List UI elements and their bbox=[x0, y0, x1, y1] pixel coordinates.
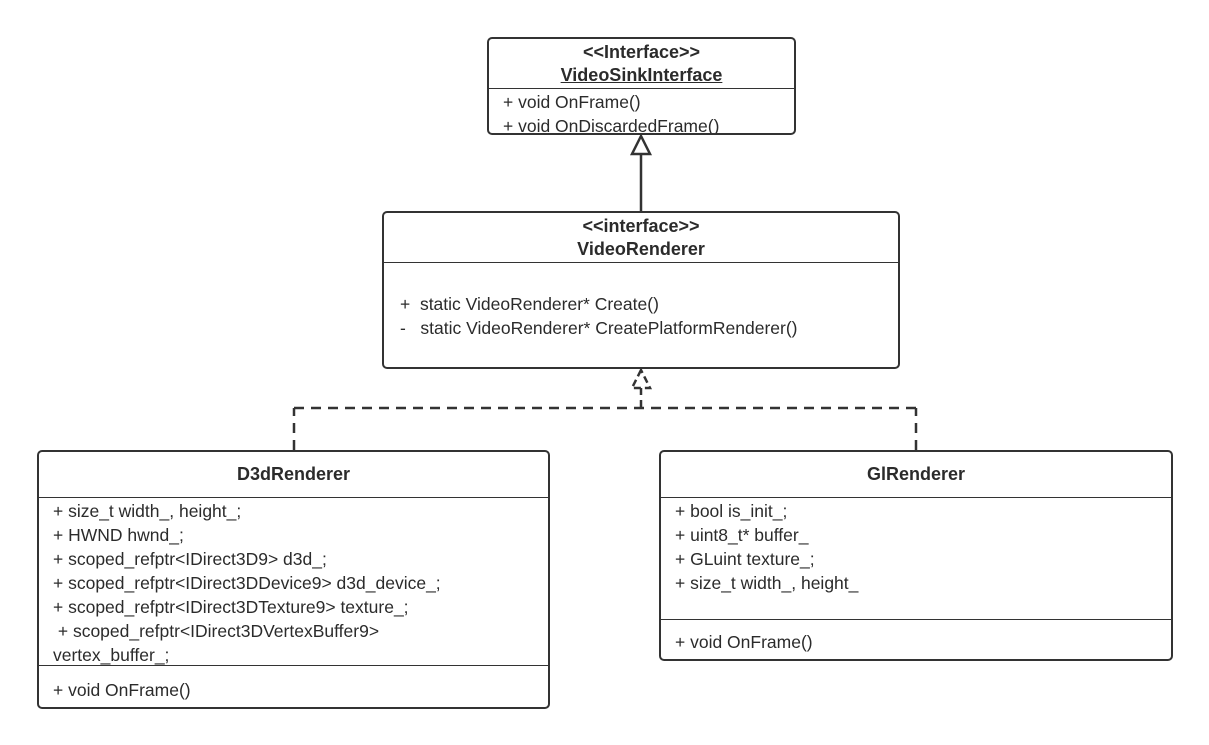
stereotype-label: <<interface>> bbox=[582, 216, 700, 236]
operations-section: + static VideoRenderer* Create() - stati… bbox=[384, 263, 898, 340]
class-header: GlRenderer bbox=[661, 452, 1171, 498]
generalization-arrow bbox=[629, 133, 653, 211]
class-name: VideoRenderer bbox=[577, 239, 705, 259]
attribute: vertex_buffer_; bbox=[53, 645, 170, 665]
attribute: + uint8_t* buffer_ bbox=[675, 525, 809, 545]
attribute: + scoped_refptr<IDirect3D9> d3d_; bbox=[53, 549, 327, 569]
class-name: GlRenderer bbox=[866, 464, 966, 484]
operation: + void OnFrame() bbox=[503, 92, 641, 112]
operations-section: + void OnFrame() bbox=[661, 620, 1171, 654]
class-name: D3dRenderer bbox=[236, 464, 351, 484]
class-d3d-renderer: D3dRenderer + size_t width_, height_; + … bbox=[37, 450, 550, 709]
operation: + void OnFrame() bbox=[675, 632, 813, 652]
class-header: <<Interface>> VideoSinkInterface bbox=[489, 39, 794, 89]
operations-section: + void OnFrame() bbox=[39, 666, 548, 702]
attribute: + scoped_refptr<IDirect3DVertexBuffer9> bbox=[53, 621, 380, 641]
attribute: + scoped_refptr<IDirect3DDevice9> d3d_de… bbox=[53, 573, 441, 593]
attribute: + bool is_init_; bbox=[675, 501, 788, 521]
operation: + void OnDiscardedFrame() bbox=[503, 116, 720, 135]
realization-arrow bbox=[292, 367, 918, 450]
operation: - static VideoRenderer* CreatePlatformRe… bbox=[400, 318, 798, 338]
class-header: D3dRenderer bbox=[39, 452, 548, 498]
class-header: <<interface>> VideoRenderer bbox=[384, 213, 898, 263]
operations-section: + void OnFrame() + void OnDiscardedFrame… bbox=[489, 89, 794, 135]
operation: + static VideoRenderer* Create() bbox=[400, 294, 659, 314]
attribute: + GLuint texture_; bbox=[675, 549, 815, 569]
class-video-sink-interface: <<Interface>> VideoSinkInterface + void … bbox=[487, 37, 796, 135]
operation: + void OnFrame() bbox=[53, 680, 191, 700]
stereotype-label: <<Interface>> bbox=[582, 42, 701, 62]
attribute: + HWND hwnd_; bbox=[53, 525, 184, 545]
class-video-renderer: <<interface>> VideoRenderer + static Vid… bbox=[382, 211, 900, 369]
attributes-section: + bool is_init_; + uint8_t* buffer_ + GL… bbox=[661, 498, 1171, 620]
attribute: + size_t width_, height_; bbox=[53, 501, 242, 521]
attributes-section: + size_t width_, height_; + HWND hwnd_; … bbox=[39, 498, 548, 666]
attribute: + scoped_refptr<IDirect3DTexture9> textu… bbox=[53, 597, 409, 617]
class-name: VideoSinkInterface bbox=[560, 65, 723, 85]
attribute: + size_t width_, height_ bbox=[675, 573, 859, 593]
class-gl-renderer: GlRenderer + bool is_init_; + uint8_t* b… bbox=[659, 450, 1173, 661]
